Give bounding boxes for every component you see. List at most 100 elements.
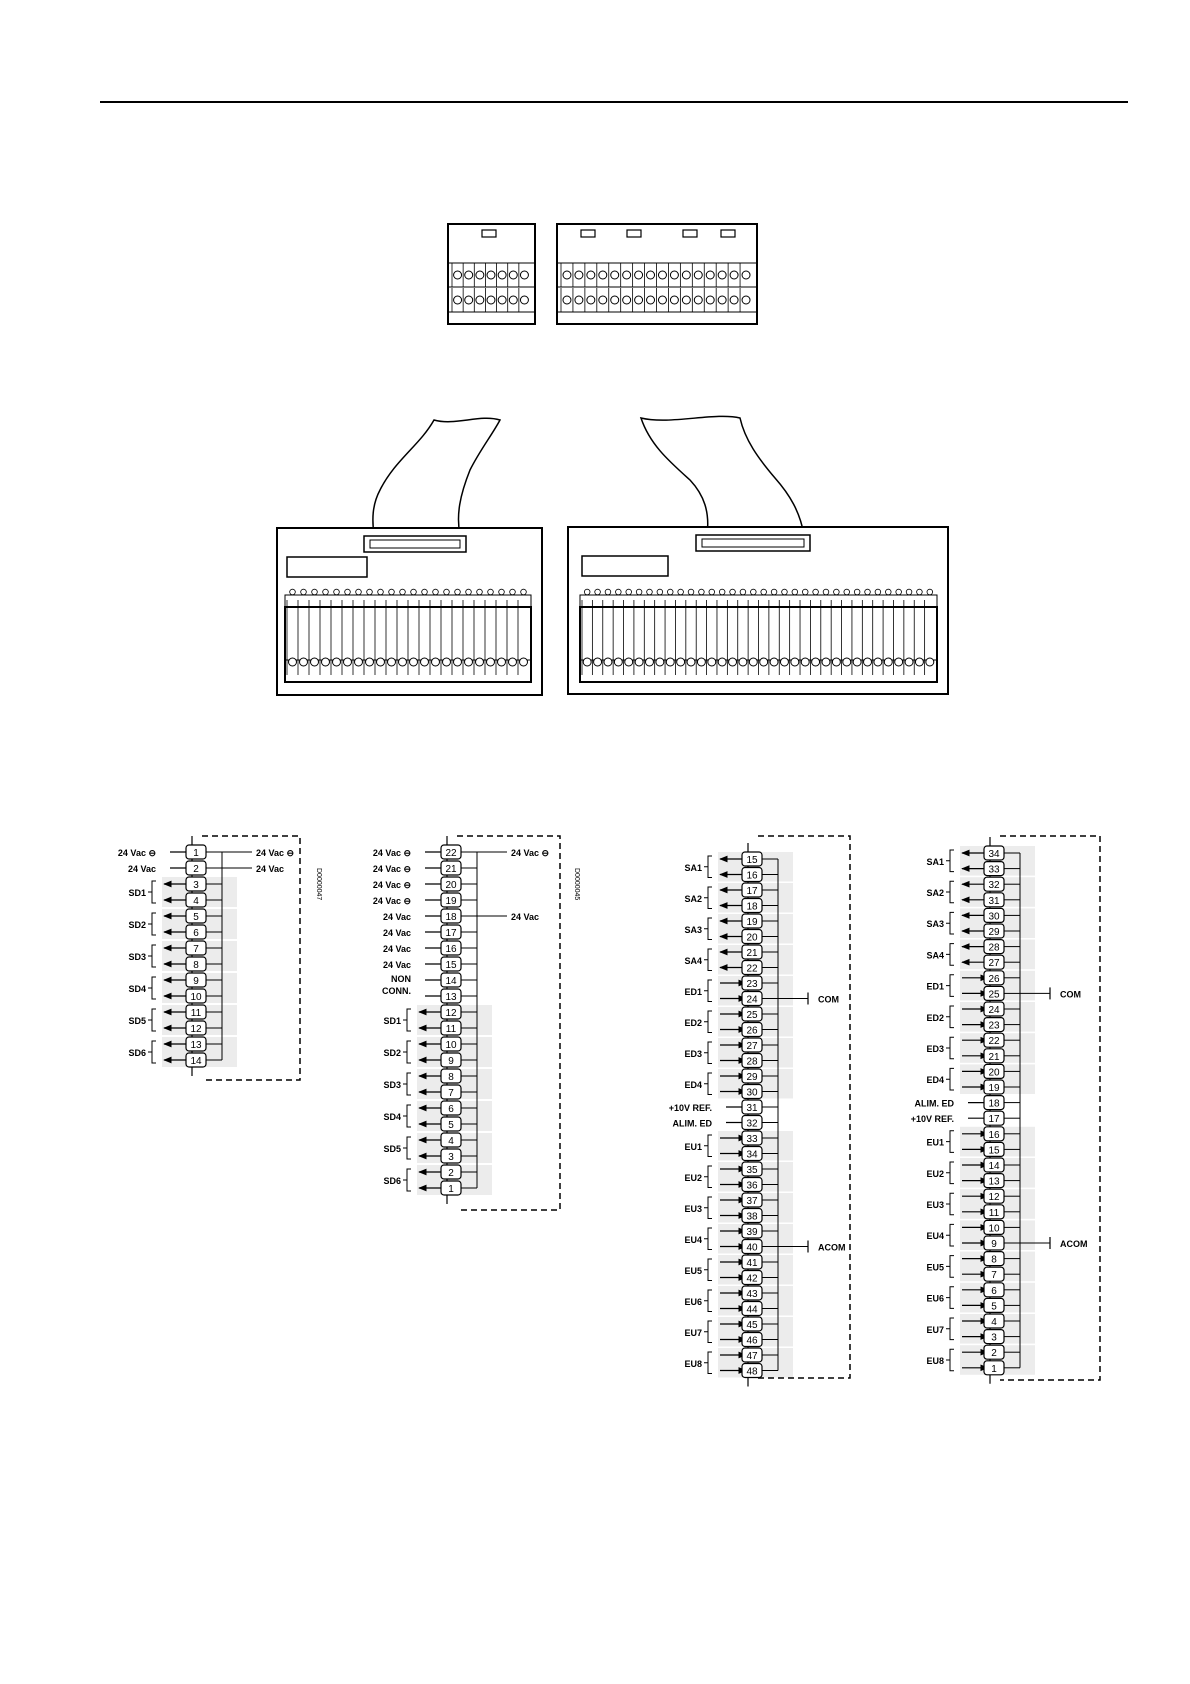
screw-icon — [705, 295, 715, 305]
terminal-number: 41 — [746, 1258, 758, 1269]
group-bracket — [403, 1008, 411, 1032]
screw-icon — [288, 657, 297, 667]
terminal-number: 7 — [448, 1088, 454, 1099]
screw-icon — [613, 657, 623, 667]
screw-icon — [669, 270, 679, 280]
group-bracket — [704, 1351, 712, 1374]
terminal-number: 11 — [191, 1008, 202, 1019]
terminal-number: 16 — [445, 944, 457, 955]
terminal-number: 45 — [746, 1320, 758, 1331]
group-bracket — [148, 1008, 156, 1032]
pin-icon — [377, 588, 384, 596]
terminal-number: 40 — [746, 1243, 758, 1254]
screw-icon — [497, 270, 507, 280]
group-bracket — [946, 880, 954, 904]
terminal-number: 3 — [448, 1152, 454, 1163]
wiring-diagram-w1: 124 Vac ⊖224 Vac34567891011121314SD1SD2S… — [118, 835, 322, 1081]
pin-icon — [443, 588, 450, 596]
pin-icon — [905, 588, 913, 596]
terminal-number: 13 — [988, 1177, 1000, 1188]
terminal-number: 21 — [988, 1052, 1000, 1063]
screw-icon — [519, 270, 529, 280]
screw-icon — [665, 657, 675, 667]
group-label: SD3 — [128, 952, 146, 962]
screw-icon — [332, 657, 341, 667]
terminal-label: 24 Vac — [128, 864, 156, 874]
terminal-number: 14 — [445, 976, 457, 987]
terminal-number: 18 — [445, 912, 457, 923]
screw-icon — [904, 657, 914, 667]
terminal-number: 46 — [746, 1336, 758, 1347]
screw-icon — [475, 657, 484, 667]
group-bracket — [704, 1010, 712, 1033]
terminal-number: 8 — [448, 1072, 454, 1083]
terminal-number: 9 — [991, 1239, 997, 1250]
terminal-number: 25 — [988, 989, 1000, 1000]
group-bracket — [946, 1255, 954, 1278]
screw-icon — [486, 657, 495, 667]
terminal-number: 10 — [445, 1040, 457, 1051]
terminal-number: 5 — [448, 1120, 454, 1131]
acom-label: ACOM — [818, 1243, 846, 1253]
screw-icon — [321, 657, 330, 667]
screw-icon — [431, 657, 440, 667]
group-label: ED1 — [926, 982, 944, 992]
group-bracket — [946, 1130, 954, 1153]
screw-icon — [729, 295, 739, 305]
power-label: 24 Vac — [256, 864, 284, 874]
screw-icon — [852, 657, 862, 667]
pin-icon — [300, 588, 307, 596]
screw-icon — [741, 295, 751, 305]
group-bracket — [403, 1104, 411, 1128]
screw-icon — [741, 270, 751, 280]
screw-icon — [453, 270, 463, 280]
terminal-number: 26 — [746, 1026, 758, 1037]
terminal-number: 33 — [988, 865, 1000, 876]
screw-icon — [299, 657, 308, 667]
terminal-number: 26 — [988, 974, 1000, 985]
screw-icon — [646, 295, 656, 305]
connector-small — [447, 223, 536, 325]
screw-icon — [831, 657, 841, 667]
group-label: EU6 — [684, 1297, 702, 1307]
terminal-number: 7 — [991, 1270, 997, 1281]
screw-icon — [486, 295, 496, 305]
group-label: SD6 — [128, 1048, 146, 1058]
terminal-number: 29 — [988, 927, 1000, 938]
screw-icon — [376, 657, 385, 667]
module-boundary — [202, 835, 301, 1081]
screw-icon — [310, 657, 319, 667]
group-label: EU5 — [684, 1266, 702, 1276]
terminal-number: 28 — [746, 1057, 758, 1068]
group-bracket — [946, 1192, 954, 1216]
group-label: ED3 — [684, 1049, 702, 1059]
terminal-number: 33 — [746, 1134, 758, 1145]
group-label: ED4 — [684, 1080, 702, 1090]
pin-icon — [583, 588, 591, 596]
screw-icon — [842, 657, 852, 667]
pin-icon — [399, 588, 406, 596]
screw-icon — [686, 657, 696, 667]
pin-icon — [750, 588, 757, 596]
module-boundary — [758, 835, 851, 1379]
terminal-number: 29 — [746, 1072, 758, 1083]
connector-large — [556, 223, 758, 325]
screw-icon — [681, 270, 691, 280]
group-label: SD2 — [128, 920, 146, 930]
terminal-number: 42 — [746, 1274, 758, 1285]
terminal-number: 17 — [445, 928, 457, 939]
terminal-number: 24 — [988, 1005, 1000, 1016]
terminal-label: 24 Vac — [383, 912, 411, 922]
group-bracket — [704, 1134, 712, 1157]
screw-icon — [464, 657, 473, 667]
screw-icon — [693, 295, 703, 305]
pin-icon — [604, 588, 612, 596]
terminal-number: 30 — [988, 911, 1000, 922]
terminal-number: 31 — [746, 1103, 758, 1114]
terminal-number: 19 — [445, 896, 457, 907]
screw-icon — [593, 657, 603, 667]
group-label: ED2 — [926, 1013, 944, 1023]
group-label: SD3 — [383, 1080, 401, 1090]
screw-icon — [800, 657, 810, 667]
terminal-number: 21 — [746, 948, 758, 959]
